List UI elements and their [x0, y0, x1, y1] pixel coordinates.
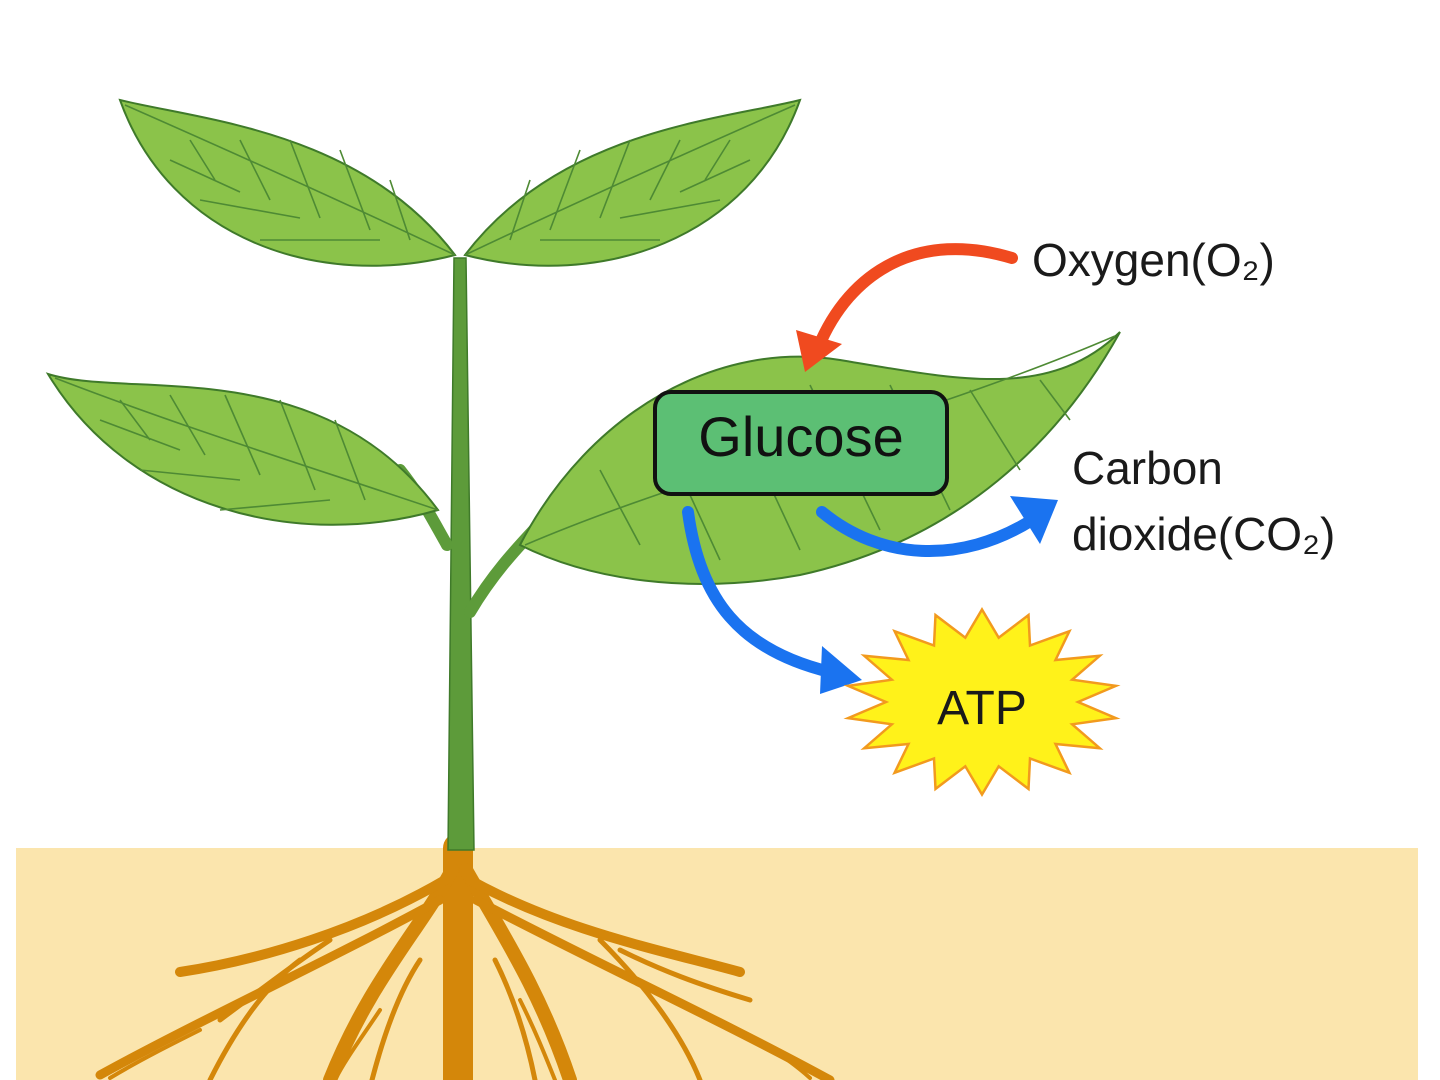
oxygen-arrow [796, 243, 1018, 372]
glucose-box [653, 390, 949, 496]
atp-label: ATP [937, 682, 1027, 735]
starburst-icon [843, 607, 1121, 797]
stem [394, 257, 551, 851]
roots [95, 833, 835, 1080]
leaf-top-right [463, 98, 802, 267]
oxygen-label: Oxygen(O₂) [1032, 234, 1275, 286]
atp-arrowhead [820, 646, 862, 694]
carbon-label-line2: dioxide(CO₂) [1072, 508, 1335, 560]
oxygen-arrowhead [796, 330, 842, 372]
atp-arrow [682, 506, 862, 694]
leaf-top-left [118, 98, 457, 267]
co2-arrowhead [1010, 496, 1058, 544]
glucose-node: Glucose [653, 390, 949, 496]
carbon-label-line1: Carbon [1072, 442, 1223, 494]
atp-node: ATP [843, 607, 1121, 797]
glucose-label: Glucose [698, 405, 903, 468]
leaf-middle-left [45, 372, 440, 526]
co2-arrow [816, 496, 1058, 557]
